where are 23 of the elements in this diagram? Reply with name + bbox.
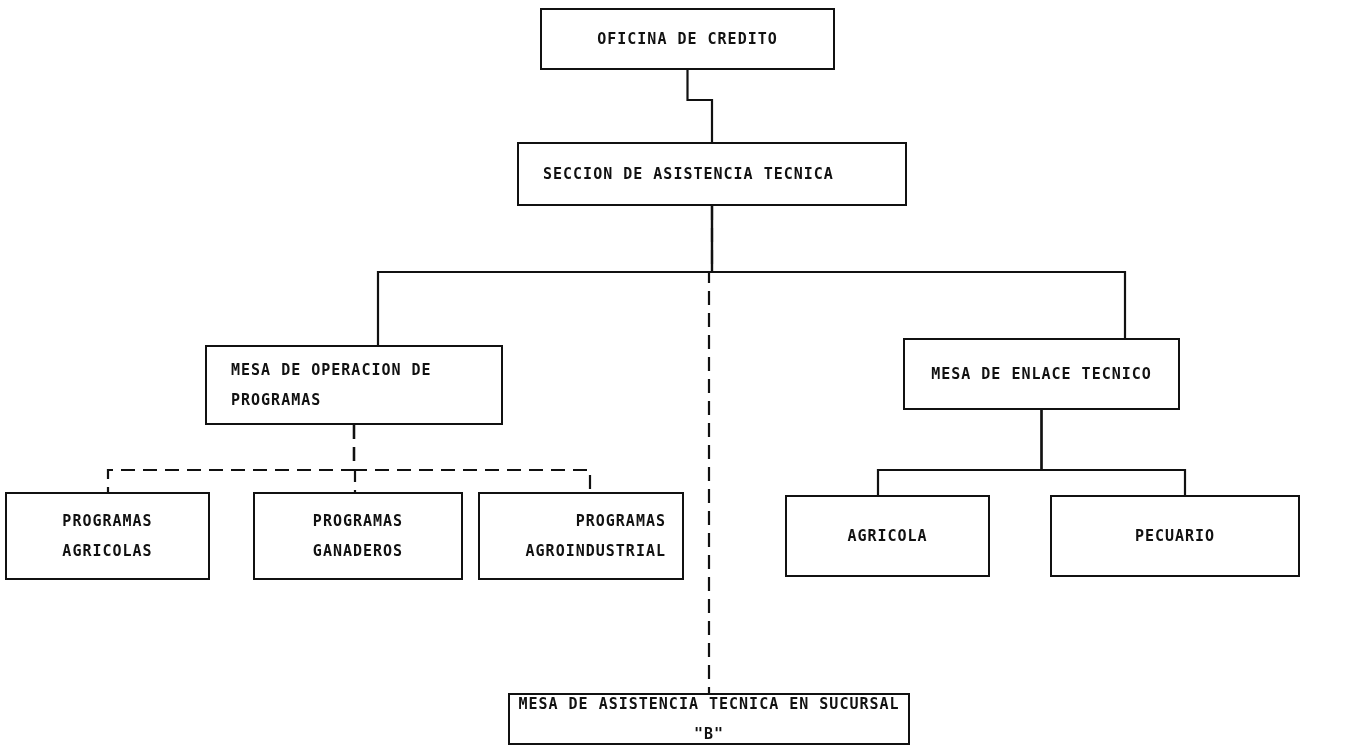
box-label: MESA DE OPERACION DE PROGRAMAS: [230, 360, 433, 411]
box-label: PROGRAMAS AGROINDUSTRIAL: [524, 511, 667, 562]
org-box: [205, 345, 503, 425]
connector-line: [686, 70, 714, 142]
org-box: [478, 492, 684, 580]
dashed-connector: [352, 425, 592, 492]
box-label: MESA DE ENLACE TECNICO: [930, 364, 1153, 385]
org-box: [903, 338, 1180, 410]
box-label: PROGRAMAS AGRICOLAS: [61, 511, 154, 562]
box-label: OFICINA DE CREDITO: [596, 29, 779, 50]
dashed-connector: [707, 206, 714, 693]
org-box: [253, 492, 463, 580]
org-box: [540, 8, 835, 70]
org-box: [785, 495, 990, 577]
org-box: [517, 142, 907, 206]
box-label: SECCION DE ASISTENCIA TECNICA: [542, 164, 835, 185]
org-box: [5, 492, 210, 580]
box-label: MESA DE ASISTENCIA TECNICA EN SUCURSAL "B": [517, 694, 901, 745]
box-label: AGRICOLA: [846, 526, 929, 547]
box-label: PECUARIO: [1133, 526, 1217, 547]
connector-line: [1040, 410, 1187, 495]
box-label: PROGRAMAS GANADEROS: [311, 511, 405, 562]
org-box: [1050, 495, 1300, 577]
